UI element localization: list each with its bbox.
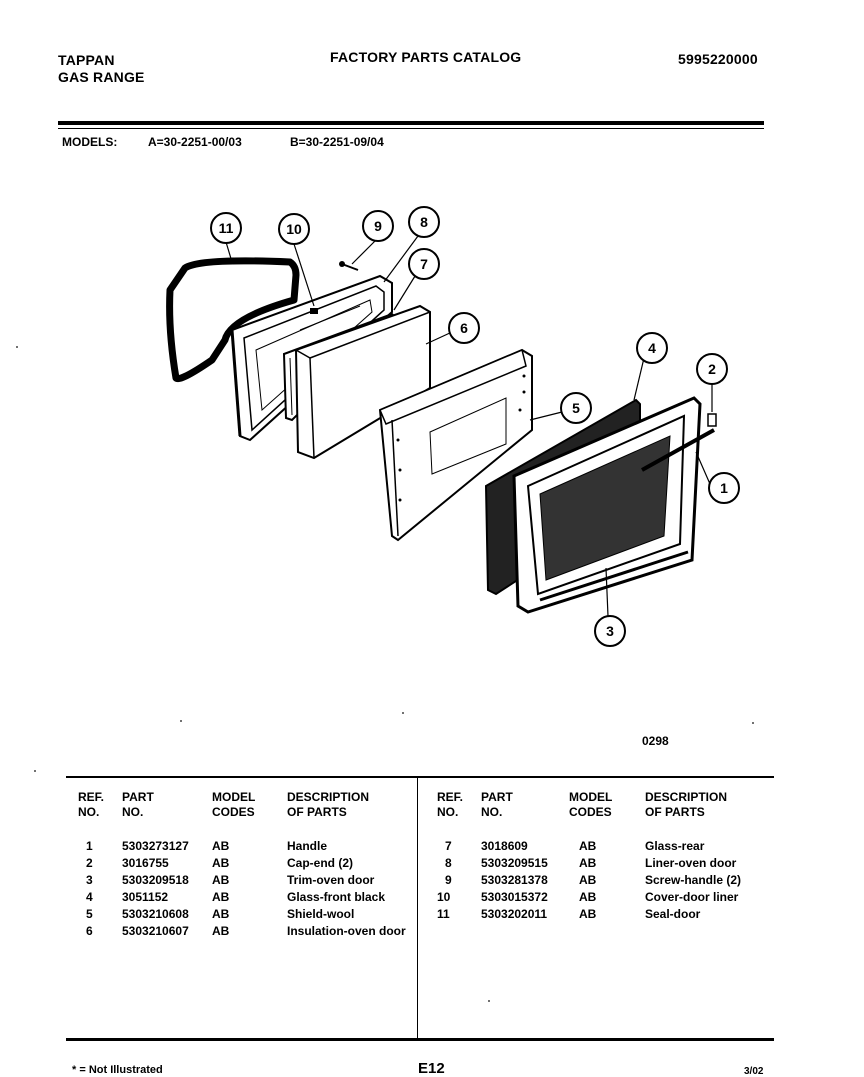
- callout-10: 10: [278, 213, 310, 245]
- shield-wool-part: [378, 348, 533, 542]
- callout-7: 7: [408, 248, 440, 280]
- svg-text:10: 10: [286, 221, 302, 237]
- header-ref: REF.NO.: [78, 790, 105, 819]
- catalog-number: 5995220000: [678, 51, 758, 67]
- svg-text:1: 1: [720, 480, 728, 496]
- callout-11: 11: [210, 212, 242, 244]
- callouts: 11 10 9 8 7 6 5 4 2 1 3: [210, 206, 740, 647]
- table-center-divider: [417, 778, 418, 1040]
- callout-1: 1: [708, 472, 740, 504]
- svg-text:9: 9: [374, 218, 382, 234]
- svg-text:7: 7: [420, 256, 428, 272]
- svg-text:8: 8: [420, 214, 428, 230]
- svg-text:3: 3: [606, 623, 614, 639]
- screw-part: [339, 261, 359, 271]
- header-rule-thin: [58, 128, 764, 129]
- revision-date: 3/02: [744, 1066, 764, 1077]
- trim-oven-door-part: [512, 396, 702, 614]
- table-bottom-rule: [66, 1038, 774, 1041]
- model-b: B=30-2251-09/04: [290, 135, 384, 149]
- exploded-door-diagram: 11 10 9 8 7 6 5 4 2 1 3: [166, 206, 740, 647]
- svg-text:4: 4: [648, 340, 656, 356]
- header-ref: REF.NO.: [437, 790, 464, 819]
- callout-4: 4: [636, 332, 668, 364]
- brand-name: TAPPAN: [58, 52, 115, 68]
- product-name: GAS RANGE: [58, 69, 145, 85]
- catalog-title: FACTORY PARTS CATALOG: [330, 49, 522, 65]
- leader-lines: [225, 235, 713, 617]
- table-top-rule: [66, 776, 774, 778]
- models-label: MODELS:: [62, 135, 118, 149]
- callout-5: 5: [560, 392, 592, 424]
- diagram-code: 0298: [642, 734, 669, 748]
- callout-9: 9: [362, 210, 394, 242]
- scan-speck: [752, 722, 754, 724]
- svg-text:11: 11: [219, 220, 234, 236]
- model-a: A=30-2251-00/03: [148, 135, 242, 149]
- scan-speck: [180, 720, 182, 722]
- page-number: E12: [418, 1060, 445, 1077]
- scan-speck: [402, 712, 404, 714]
- scan-speck: [488, 1000, 490, 1002]
- callout-3: 3: [594, 615, 626, 647]
- scan-speck: [16, 346, 18, 348]
- scan-speck: [34, 770, 36, 772]
- svg-text:5: 5: [572, 400, 580, 416]
- not-illustrated-note: * = Not Illustrated: [72, 1064, 163, 1076]
- callout-2: 2: [696, 353, 728, 385]
- seal-door-part: [166, 257, 300, 383]
- svg-text:2: 2: [708, 361, 716, 377]
- handle-part: [641, 413, 717, 472]
- callout-8: 8: [408, 206, 440, 238]
- callout-6: 6: [448, 312, 480, 344]
- header-rule-thick: [58, 121, 764, 125]
- svg-text:6: 6: [460, 320, 468, 336]
